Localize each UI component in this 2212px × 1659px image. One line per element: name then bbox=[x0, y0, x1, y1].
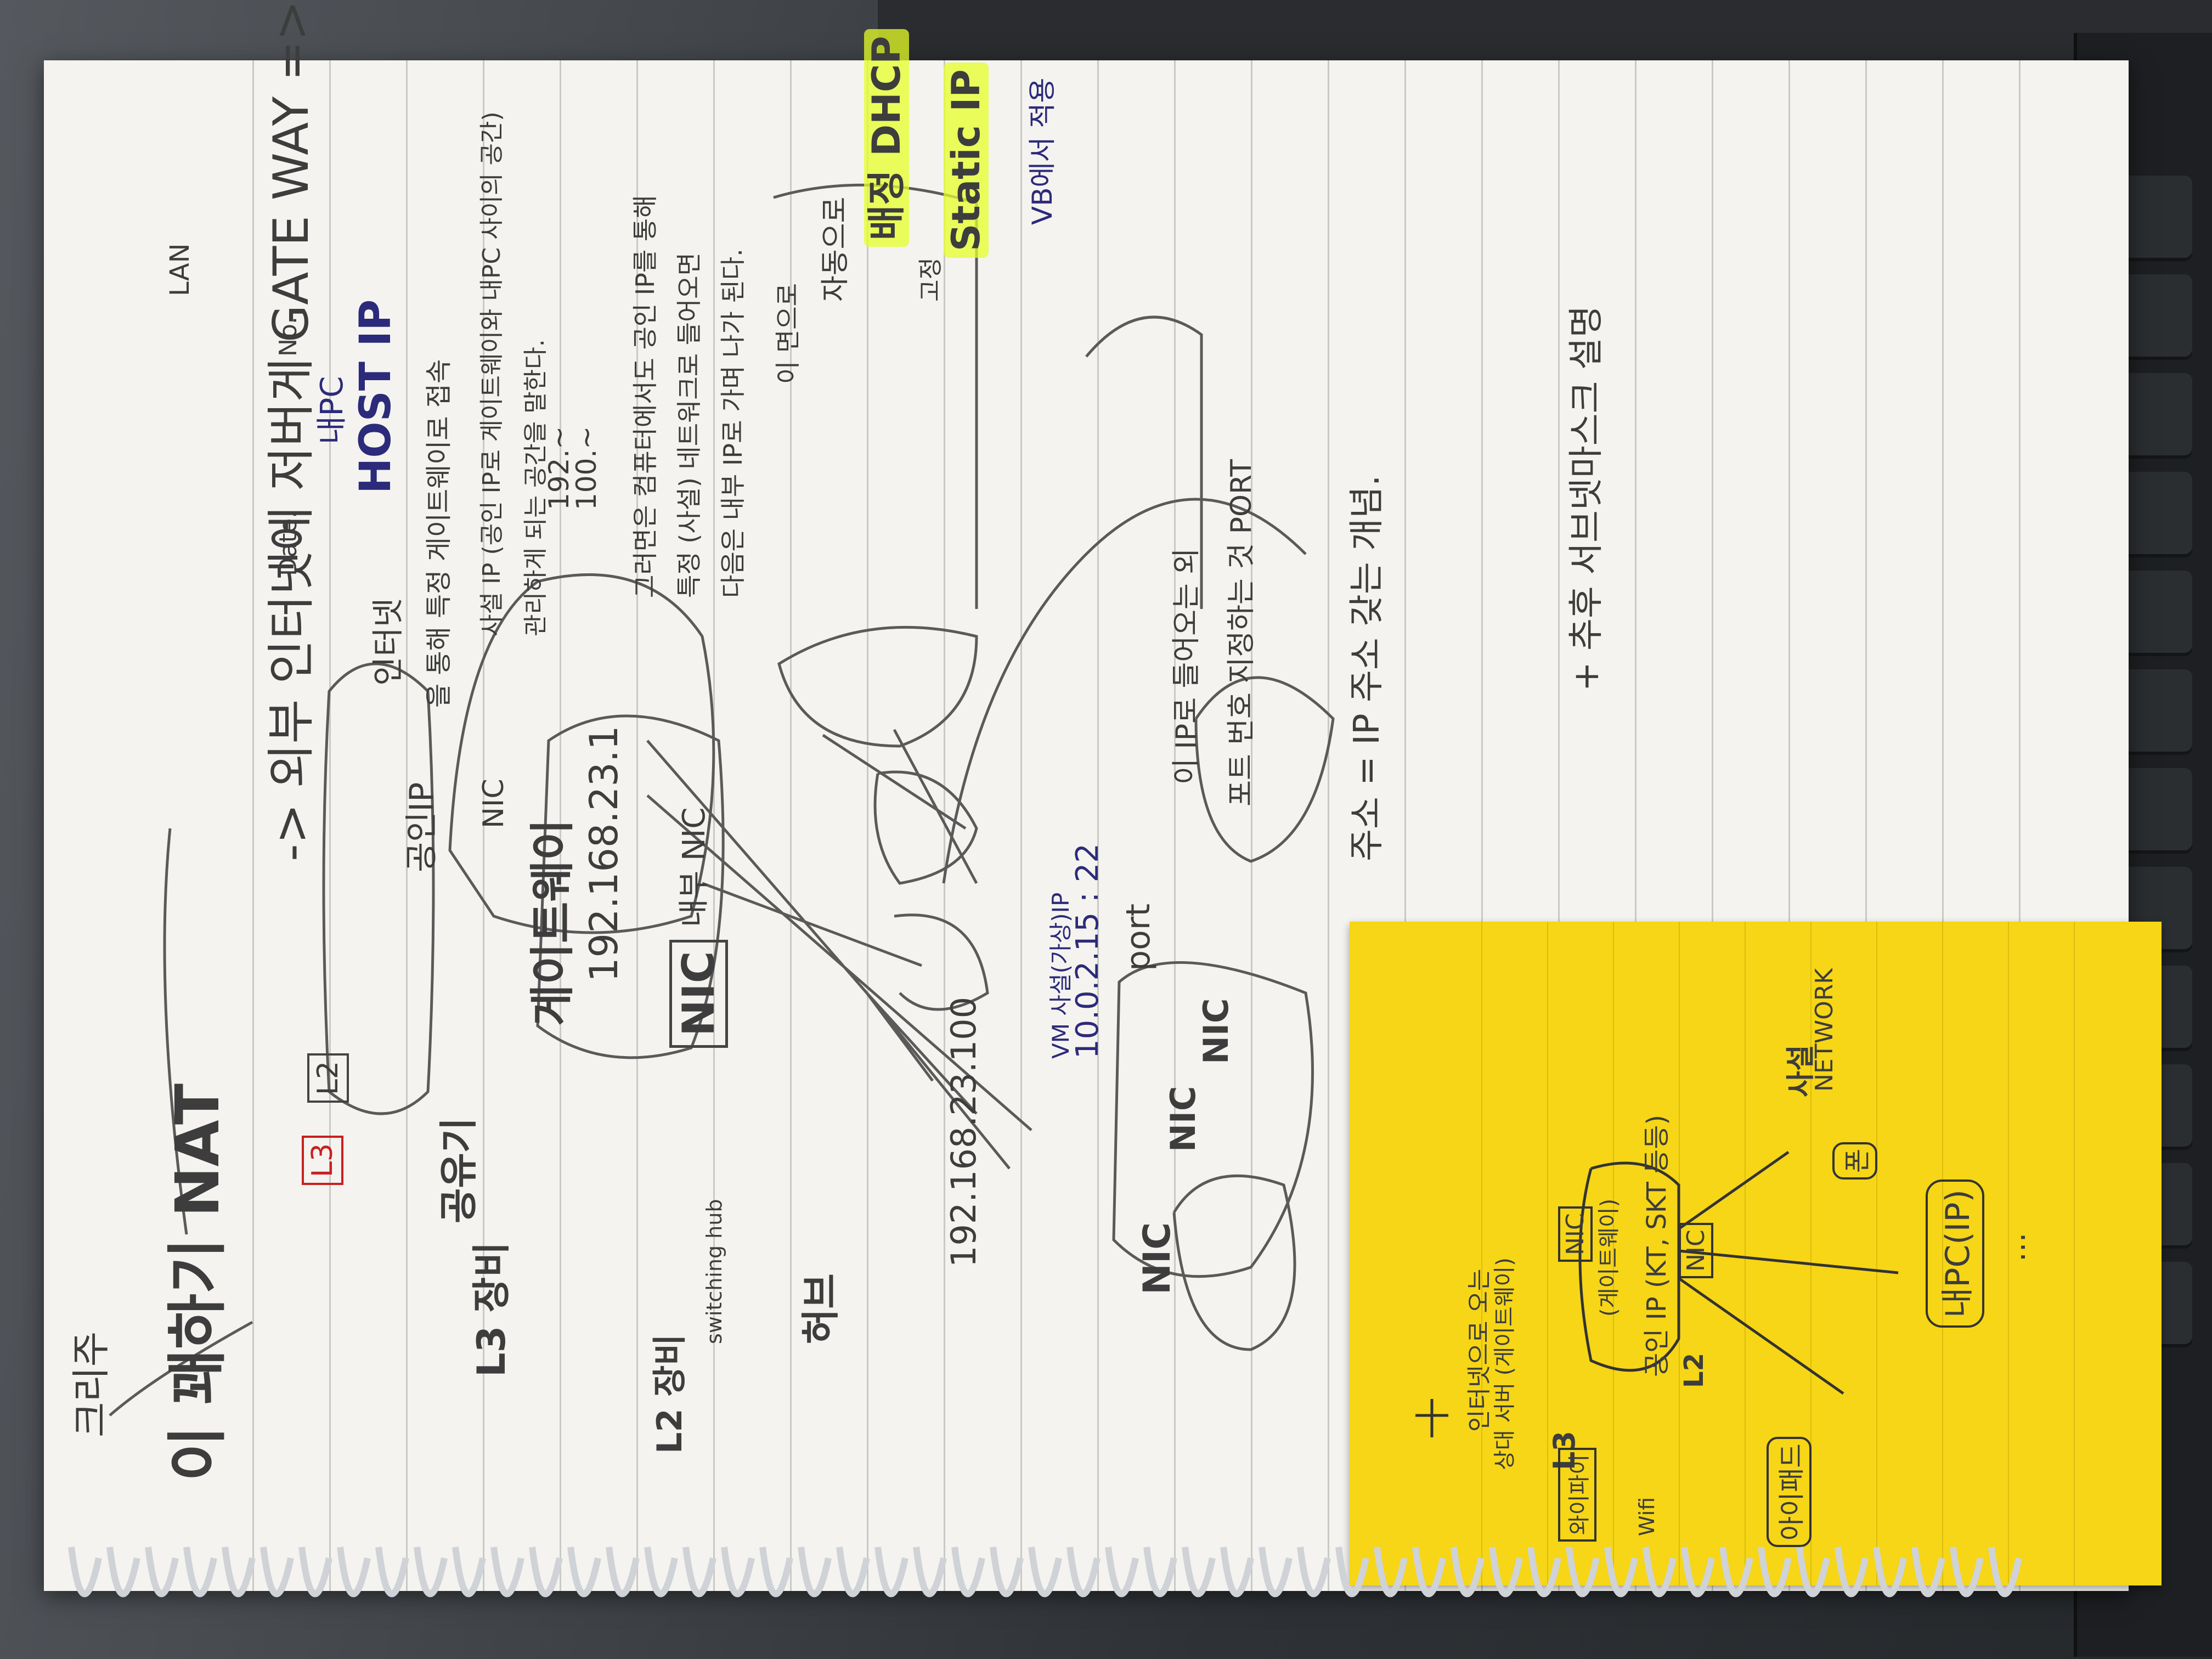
virtual-ip: 10.0.2.15 : 22 bbox=[1070, 843, 1105, 1059]
sticky-gateway: (게이트웨이) bbox=[1596, 1198, 1622, 1317]
nic-b: NIC bbox=[1163, 1086, 1203, 1152]
dhcp-auto: 자동으로 bbox=[819, 196, 852, 302]
sticky-dots: ... bbox=[1997, 1232, 2033, 1262]
router-label: 공유기 bbox=[436, 1117, 481, 1223]
switch-note: switching hub bbox=[702, 1199, 726, 1344]
gateway-label: 게이트웨이 bbox=[527, 819, 579, 1026]
switch-label: L2 장비 bbox=[650, 1334, 690, 1454]
nic-tag: NIC bbox=[477, 778, 510, 828]
hub-label: 허브 bbox=[798, 1273, 843, 1344]
nic-a: NIC bbox=[1136, 1222, 1179, 1295]
sticky-top-note-2: 상대 서버 (게이트웨이) bbox=[1492, 1257, 1517, 1470]
vb-note: VB에서 적용 bbox=[1026, 77, 1058, 225]
sticky-phone: 폰 bbox=[1832, 1142, 1877, 1180]
sticky-network: NETWORK bbox=[1810, 968, 1838, 1092]
diagram-sketch bbox=[109, 183, 1335, 1417]
address-line: 주소 = IP 주소 갖는 개념. bbox=[1347, 475, 1387, 861]
date-label: Date. bbox=[274, 510, 302, 576]
dhcp-intro: 이 면으로 bbox=[773, 283, 803, 384]
pc-label: 내PC bbox=[314, 376, 350, 444]
nic-c: NIC bbox=[1196, 998, 1236, 1064]
subnet-note: + 추후 서브넷마스크 설명 bbox=[1566, 305, 1607, 691]
notebook-page: 크리주 이 꽤하기 NAT -> 외부 인터넷에 저버게 GATE WAY =>… bbox=[44, 0, 2162, 1591]
dhcp-label: 배정 DHCP bbox=[856, 29, 911, 247]
sticky-public-ip: 공인 IP (KT, SKT 등등) bbox=[1641, 1114, 1672, 1377]
internal-nic: 내부 NIC bbox=[676, 807, 712, 927]
notebook-spiral bbox=[68, 1547, 2022, 1598]
port-line-2: 포트 번호 지정하는 것 PORT bbox=[1225, 459, 1258, 806]
sticky-diagram bbox=[1415, 1150, 1899, 1437]
port-line-1: 이 IP로 들어오는 외 bbox=[1170, 548, 1203, 785]
page-heading: 이 꽤하기 NAT bbox=[162, 1083, 233, 1481]
l3-badge: L3 bbox=[302, 1135, 343, 1185]
sticky-nic-1: NIC bbox=[1558, 1206, 1593, 1262]
paragraph-line-3: 다음은 내부 IP로 가며 나가 된다. bbox=[718, 249, 748, 598]
gateway-ip: 192.168.23.1 bbox=[582, 725, 627, 982]
nic-box: NIC bbox=[669, 939, 728, 1048]
public-ip-note: 을 통해 특정 게이트웨이로 접속 bbox=[424, 359, 454, 708]
host-ip: HOST IP bbox=[351, 299, 400, 494]
port-small: port bbox=[1119, 904, 1158, 971]
ip-range-2: 100.~ bbox=[571, 426, 602, 510]
paragraph-line-2: 특정 (사설) 네트워크로 들어오면 bbox=[674, 252, 704, 598]
sticky-nic-2: NIC bbox=[1679, 1223, 1713, 1278]
static-prefix: 고정 bbox=[917, 257, 945, 302]
private-ip-note: 사설 IP (공인 IP로 게이트웨이와 내PC 사이의 공간) bbox=[478, 111, 506, 636]
public-ip-label: 공인IP bbox=[403, 782, 441, 872]
pc-ip: 192.168.23.100 bbox=[944, 996, 984, 1267]
l2-badge: L2 bbox=[307, 1053, 349, 1103]
internet-label: 인터넷 bbox=[369, 597, 407, 686]
paragraph-line-1: 그러면은 컴퓨터에서도 공인 IP를 통해 bbox=[630, 195, 660, 598]
static-ip: Static IP bbox=[944, 63, 989, 258]
lan-label: LAN bbox=[165, 243, 195, 296]
sticky-l2: L2 bbox=[1679, 1353, 1709, 1388]
heading-note: 크리주 bbox=[69, 1331, 114, 1437]
l3-device-label: L3 장비 bbox=[469, 1242, 514, 1377]
sticky-mypc: 내PC(IP) bbox=[1926, 1180, 1984, 1328]
sticky-note: 인터넷으로 오는 상대 서버 (게이트웨이) NIC (게이트웨이) 공인 IP… bbox=[1350, 922, 2162, 1585]
no-label: No. bbox=[274, 316, 302, 357]
